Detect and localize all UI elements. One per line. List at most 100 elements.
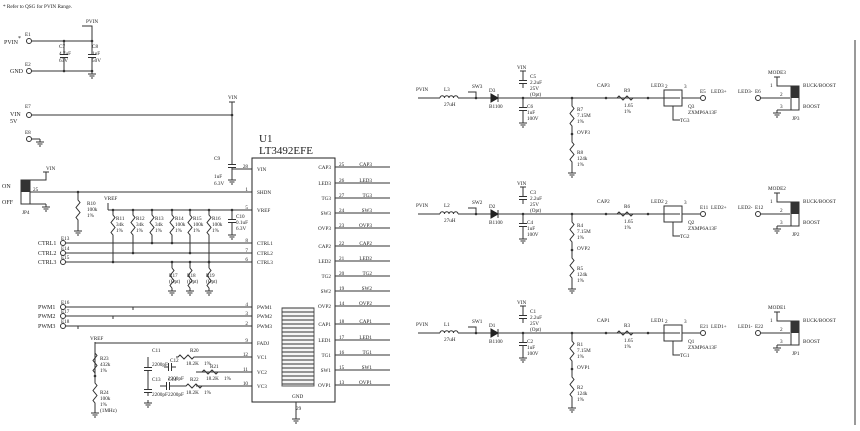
divider-value: 34k xyxy=(136,222,144,228)
rt-tol: 1% xyxy=(577,354,585,360)
ic-pin-name: VC2 xyxy=(257,370,267,376)
rb-value: 124k xyxy=(577,156,588,162)
cb-ref: C6 xyxy=(527,104,533,110)
ic-pin-name: TG1 xyxy=(321,353,331,359)
inductor-value: 27uH xyxy=(444,337,456,343)
ovp-top-resistor xyxy=(569,214,575,250)
ground-symbol xyxy=(519,236,527,244)
ground-symbol xyxy=(88,71,96,79)
bb-label: BUCK/BOOST xyxy=(803,83,837,89)
ic-pin-name: PWM2 xyxy=(257,314,272,320)
ground-symbol xyxy=(773,345,781,353)
terminal-turret xyxy=(26,136,32,142)
r10-value: 100k xyxy=(87,207,98,213)
ic-pin-name: CAP2 xyxy=(318,244,331,250)
cb-value: 1uF xyxy=(527,345,535,351)
ic-pin-num: 3 xyxy=(245,311,248,317)
mode-shunt xyxy=(791,86,799,98)
rb-ref: R8 xyxy=(577,150,583,156)
ca-opt: (Opt) xyxy=(530,326,542,333)
ground-symbol xyxy=(144,400,152,408)
pwm-terminal: E16 xyxy=(61,300,70,306)
jp4-vin-label: VIN xyxy=(46,166,55,172)
jp-pin: 1 xyxy=(770,199,773,205)
inductor xyxy=(439,330,459,334)
ground-symbol xyxy=(773,110,781,118)
vref-label: VREF xyxy=(104,196,117,202)
rt-ref: R4 xyxy=(577,223,583,229)
jp4-shunt xyxy=(21,180,30,192)
r24-freq: (1MHz) xyxy=(100,407,117,414)
r20-ref: R20 xyxy=(190,348,199,354)
net-label: TG3 xyxy=(362,193,372,199)
terminal-turret xyxy=(755,330,761,336)
c8-capacitor xyxy=(88,41,96,71)
bootstrap-cap xyxy=(519,192,527,204)
ca-voltage: 25V xyxy=(530,202,539,208)
ic-pin-num: 16 xyxy=(339,350,345,356)
tg-net: TG2 xyxy=(680,234,690,240)
wire xyxy=(468,91,477,98)
q-ref: Q3 xyxy=(688,104,695,110)
ground-symbol xyxy=(228,177,236,185)
ovp-bottom-resistor xyxy=(569,134,575,170)
cb-voltage: 100V xyxy=(527,116,539,122)
divider-value: 34k xyxy=(155,222,163,228)
inductor-ref: L1 xyxy=(444,322,450,328)
ground-symbol xyxy=(228,232,236,240)
ep-label: LED2+ xyxy=(711,205,727,211)
opt-ref: R18 xyxy=(187,273,196,279)
wire xyxy=(82,25,93,41)
ground-symbol xyxy=(568,170,576,178)
c14-ref: C14 xyxy=(168,377,177,383)
junction-dot xyxy=(62,69,66,73)
divider-tol: 1% xyxy=(155,228,163,234)
c11-value: 2200pF xyxy=(152,362,168,368)
ovp-top-resistor xyxy=(569,333,575,369)
ic-pin-num: 25 xyxy=(339,162,345,168)
ovp-net: OVP3 xyxy=(577,130,590,136)
c13-ref: C13 xyxy=(152,377,161,383)
pwm-label: PWM3 xyxy=(38,324,55,330)
ep-ref: E21 xyxy=(700,324,709,330)
pwm-label: PWM1 xyxy=(38,305,55,311)
junction-dot xyxy=(646,212,650,216)
r22-tol: 1% xyxy=(204,390,212,396)
wire xyxy=(776,77,791,87)
cb-ref: C4 xyxy=(527,220,533,226)
net-label: SW1 xyxy=(362,365,373,371)
rt-value: 7.15M xyxy=(577,229,591,235)
pvin-label: PVIN xyxy=(4,40,19,46)
c7-capacitor xyxy=(60,41,68,71)
ovp-bottom-resistor xyxy=(569,250,575,286)
bootstrap-cap xyxy=(519,76,527,88)
output-cap xyxy=(519,98,527,120)
junction-dot xyxy=(188,251,192,255)
rs-value: 1.65 xyxy=(624,338,633,344)
net-label: TG1 xyxy=(362,350,372,356)
sw-net: SW3 xyxy=(472,84,483,90)
ic-pin-name: SHDN xyxy=(257,190,271,196)
ic-pin-name: VC1 xyxy=(257,355,267,361)
q-pin: 2 xyxy=(665,319,668,325)
mode-label: MODE2 xyxy=(768,186,786,192)
net-label: CAP2 xyxy=(359,241,372,247)
r23-value: 432k xyxy=(100,362,111,368)
ground-symbol xyxy=(42,204,50,212)
q-pin: 3 xyxy=(684,84,687,90)
boost-label: BOOST xyxy=(803,104,821,110)
ic-pin-num: 15 xyxy=(339,365,345,371)
channel-pvin: PVIN xyxy=(416,87,428,93)
ic-pin-name: OVP2 xyxy=(318,304,331,310)
r21-resistor xyxy=(196,369,224,375)
mode-label: MODE3 xyxy=(768,70,786,76)
r24-tol: 1% xyxy=(100,402,108,408)
output-cap xyxy=(519,333,527,355)
net-label: OVP1 xyxy=(359,380,372,386)
ic-pin-name: PWM1 xyxy=(257,305,272,311)
divider-resistor xyxy=(149,210,155,240)
ic-pin-name: LED2 xyxy=(318,259,331,265)
c7-ref: C7 xyxy=(59,44,65,50)
c13-value: 2200pF xyxy=(152,392,168,398)
